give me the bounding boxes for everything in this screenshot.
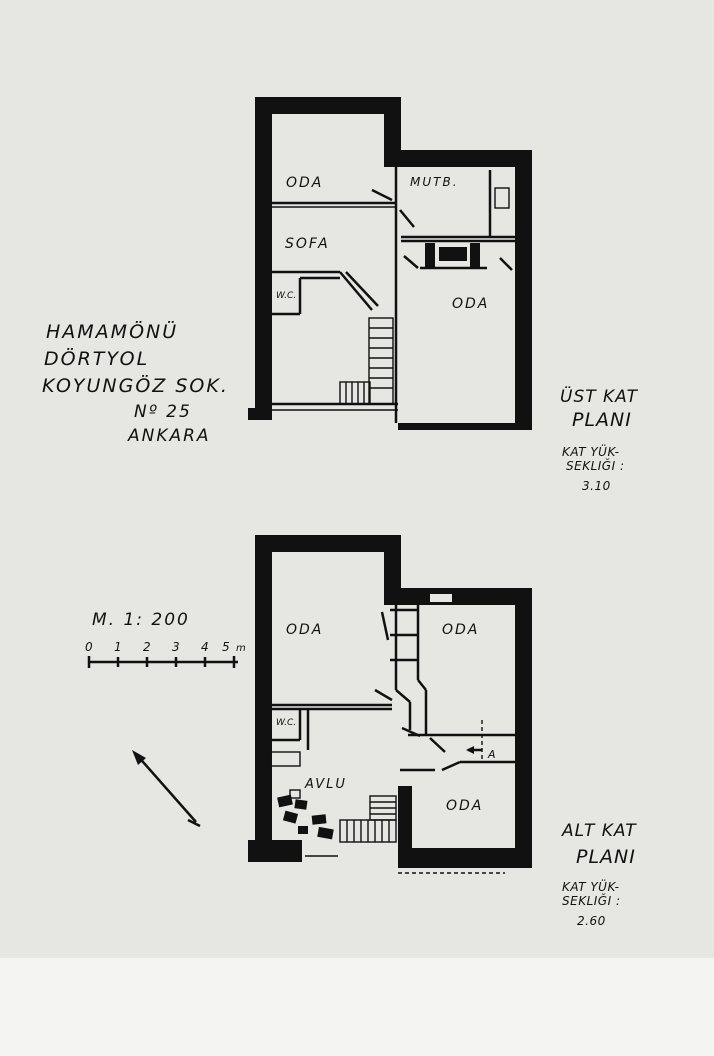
stove-icon	[494, 187, 510, 209]
upper-wall-north	[255, 97, 401, 114]
upper-room-oda-east: ODA	[452, 296, 490, 312]
lower-wall-corner	[248, 840, 302, 862]
upper-wc-enclosure	[272, 270, 379, 316]
lower-wall-step	[384, 535, 401, 605]
scale-tick-label: 4	[201, 640, 209, 654]
lower-room-avlu: AVLU	[305, 777, 347, 792]
upper-wall-south	[398, 423, 532, 430]
upper-room-oda-north: ODA	[286, 175, 324, 191]
lower-room-oda-west: ODA	[286, 622, 324, 638]
lower-window-mark	[430, 594, 452, 602]
scale-tick-label: 2	[143, 640, 151, 654]
lower-wc-enclosure	[267, 709, 310, 767]
stair-icon	[339, 795, 397, 843]
upper-floor-plan	[248, 97, 532, 430]
scale-bar	[87, 656, 238, 668]
upper-height-label-1: KAT YÜK-	[562, 445, 620, 459]
scale-tick-label: 3	[172, 640, 180, 654]
fireplace-icon	[420, 243, 487, 270]
lower-floor-plan	[248, 535, 532, 874]
courtyard-paving	[277, 789, 334, 840]
scale-tick-label: 1	[114, 640, 122, 654]
address-line-4: Nº 25	[134, 402, 192, 422]
drawing-sheet	[0, 0, 714, 958]
upper-wall-east	[515, 150, 532, 430]
lower-room-wc: W.C.	[276, 718, 297, 728]
section-marker-icon	[466, 720, 483, 760]
upper-plan-title-line-2: PLANI	[572, 409, 632, 431]
lower-pier	[398, 786, 412, 852]
stair-icon	[339, 317, 394, 405]
address-line-1: HAMAMÖNÜ	[46, 321, 179, 343]
upper-window-mark	[519, 176, 528, 194]
scale-title: M. 1: 200	[92, 610, 190, 630]
lower-height-label-2: SEKLIĞI :	[562, 894, 621, 908]
upper-height-value: 3.10	[582, 479, 611, 493]
lower-wall-south	[398, 848, 532, 868]
sheet-margin	[0, 958, 714, 1056]
north-arrow-icon	[132, 750, 201, 828]
scale-tick-label: 0	[85, 640, 93, 654]
upper-wall-west	[255, 97, 272, 420]
lower-wall-north	[255, 535, 401, 552]
address-line-2: DÖRTYOL	[44, 348, 150, 370]
lower-plan-title-line-1: ALT KAT	[562, 821, 637, 841]
section-marker-label: A	[488, 748, 497, 761]
upper-wall-corner	[248, 408, 272, 420]
lower-plan-title-line-2: PLANI	[576, 846, 636, 868]
upper-height-label-2: SEKLIĞI :	[566, 459, 625, 473]
upper-wall-step	[384, 97, 401, 167]
lower-wall-north-east	[384, 588, 532, 605]
lower-height-value: 2.60	[577, 914, 606, 928]
lower-room-oda-southeast: ODA	[446, 798, 484, 814]
address-line-5: ANKARA	[128, 426, 211, 446]
lower-built-in-cupboards	[390, 605, 428, 735]
lower-height-label-1: KAT YÜK-	[562, 880, 620, 894]
upper-room-mutfak: MUTB.	[410, 175, 459, 189]
upper-room-sofa: SOFA	[285, 236, 330, 252]
lower-room-oda-northeast: ODA	[442, 622, 480, 638]
address-line-3: KOYUNGÖZ SOK.	[42, 375, 229, 397]
scale-unit: m	[236, 643, 246, 654]
upper-wall-north-east	[384, 150, 532, 167]
upper-room-wc: W.C.	[276, 291, 297, 301]
lower-wall-west	[255, 535, 272, 845]
lower-wall-east	[515, 588, 532, 868]
upper-plan-title-line-1: ÜST KAT	[560, 387, 638, 407]
scale-tick-label: 5	[222, 640, 230, 654]
